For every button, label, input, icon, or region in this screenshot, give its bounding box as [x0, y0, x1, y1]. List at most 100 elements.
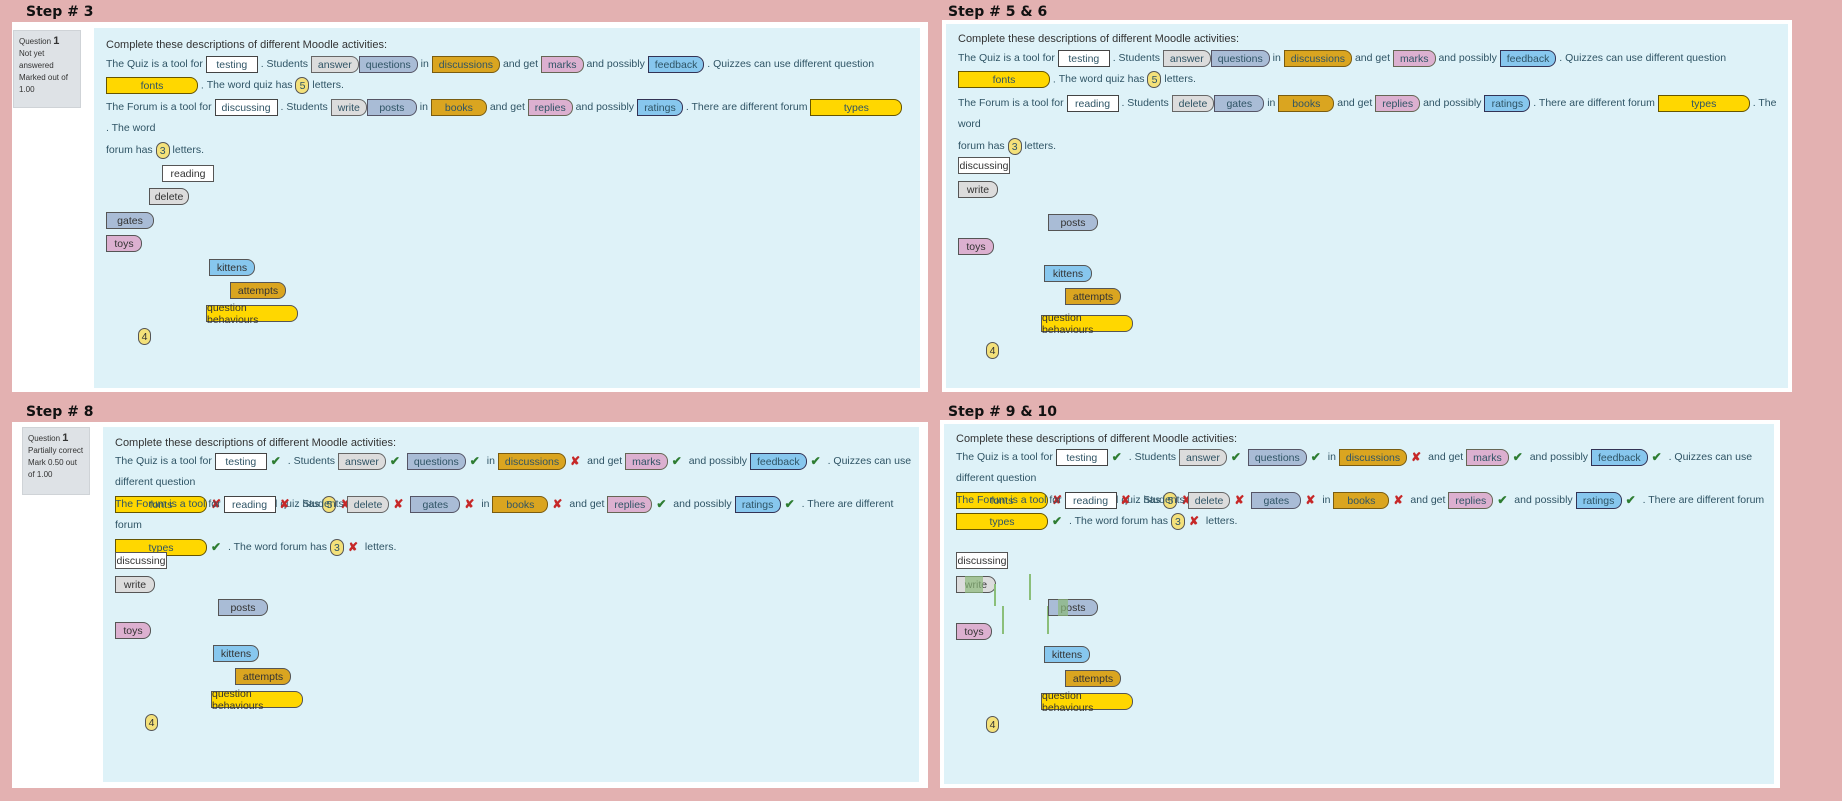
drop-books[interactable]: books	[1333, 492, 1390, 509]
drop-testing[interactable]: testing	[205, 56, 258, 73]
drop-ratings[interactable]: ratings	[734, 496, 781, 513]
drop-delete[interactable]: delete	[1171, 95, 1215, 112]
quiz-sentence: The Quiz is a tool for testing✔ . Studen…	[956, 449, 1753, 509]
drop-answer[interactable]: answer	[1162, 50, 1211, 67]
drop-reading[interactable]: reading	[1064, 492, 1117, 509]
chip-delete[interactable]: delete	[149, 188, 189, 205]
drop-types[interactable]: types	[956, 513, 1048, 531]
drop-feedback[interactable]: feedback	[1499, 50, 1557, 67]
quiz-sentence: The Quiz is a tool for testing . Student…	[958, 50, 1727, 89]
drop-answer[interactable]: answer	[337, 453, 386, 470]
drop-questions[interactable]: questions	[358, 56, 418, 73]
drop-testing[interactable]: testing	[1055, 449, 1108, 466]
drop-marks[interactable]: marks	[625, 453, 668, 470]
chip-four[interactable]: 4	[145, 714, 158, 731]
drop-replies[interactable]: replies	[527, 99, 573, 116]
drop-questions[interactable]: questions	[1210, 50, 1270, 67]
chip-question-behaviours[interactable]: question behaviours	[1041, 312, 1133, 336]
chip-question-behaviours[interactable]: question behaviours	[1041, 690, 1133, 714]
drop-fonts[interactable]: fonts	[106, 77, 198, 95]
chip-write[interactable]: write	[958, 181, 998, 198]
drop-testing[interactable]: testing	[214, 453, 267, 470]
drop-delete[interactable]: delete	[346, 496, 390, 513]
correct-icon: ✔	[810, 454, 821, 468]
drop-ratings[interactable]: ratings	[1484, 95, 1531, 112]
drop-marks[interactable]: marks	[1466, 449, 1509, 466]
drop-questions[interactable]: questions	[1247, 449, 1307, 466]
chip-attempts[interactable]: attempts	[235, 668, 291, 685]
chip-toys[interactable]: toys	[115, 622, 151, 639]
correct-icon: ✔	[1111, 450, 1122, 464]
chip-attempts[interactable]: attempts	[1065, 288, 1121, 305]
drop-types[interactable]: types	[1657, 95, 1750, 112]
chip-posts[interactable]: posts	[1048, 599, 1098, 616]
chip-posts[interactable]: posts	[1048, 214, 1098, 231]
drop-fonts[interactable]: fonts	[956, 491, 1048, 509]
chip-reading[interactable]: reading	[162, 165, 214, 182]
chip-four[interactable]: 4	[986, 716, 999, 733]
drop-gates[interactable]: gates	[410, 496, 461, 513]
drop-discussions[interactable]: discussions	[431, 56, 501, 73]
drop-discussions[interactable]: discussions	[1283, 50, 1353, 67]
drop-fonts[interactable]: fonts	[958, 71, 1050, 89]
drop-answer[interactable]: answer	[310, 56, 359, 73]
chip-kittens[interactable]: kittens	[1044, 646, 1090, 663]
drop-types[interactable]: types	[115, 538, 207, 556]
drop-delete[interactable]: delete	[1187, 492, 1231, 509]
drop-ratings[interactable]: ratings	[636, 99, 683, 116]
drop-gates[interactable]: gates	[1214, 95, 1265, 112]
drop-gates[interactable]: gates	[1251, 492, 1302, 509]
chip-attempts[interactable]: attempts	[230, 282, 286, 299]
drop-five[interactable]: 5	[295, 77, 310, 95]
drop-marks[interactable]: marks	[540, 56, 584, 73]
drop-reading[interactable]: reading	[223, 496, 276, 513]
chip-discussing[interactable]: discussing	[956, 552, 1008, 569]
chip-attempts[interactable]: attempts	[1065, 670, 1121, 687]
drop-replies[interactable]: replies	[1448, 492, 1494, 509]
drop-marks[interactable]: marks	[1392, 50, 1436, 67]
drop-ratings[interactable]: ratings	[1575, 492, 1622, 509]
chip-question-behaviours[interactable]: question behaviours	[211, 688, 303, 712]
drop-testing[interactable]: testing	[1057, 50, 1110, 67]
drop-feedback[interactable]: feedback	[647, 56, 705, 73]
chip-toys[interactable]: toys	[958, 238, 994, 255]
chip-toys[interactable]: toys	[956, 623, 992, 640]
chip-gates[interactable]: gates	[106, 212, 154, 229]
drop-replies[interactable]: replies	[607, 496, 653, 513]
drop-three[interactable]: 3	[1007, 137, 1022, 155]
drop-five[interactable]: 5	[1163, 491, 1178, 509]
drop-questions[interactable]: questions	[406, 453, 466, 470]
drop-fonts[interactable]: fonts	[115, 495, 207, 513]
chip-posts[interactable]: posts	[218, 599, 268, 616]
chip-four[interactable]: 4	[986, 342, 999, 359]
chip-kittens[interactable]: kittens	[209, 259, 255, 276]
drop-discussing[interactable]: discussing	[214, 99, 278, 116]
drop-reading[interactable]: reading	[1066, 95, 1119, 112]
drop-discussions[interactable]: discussions	[497, 453, 567, 470]
drop-five[interactable]: 5	[322, 495, 337, 513]
chip-kittens[interactable]: kittens	[213, 645, 259, 662]
chip-discussing[interactable]: discussing	[115, 552, 167, 569]
chip-kittens[interactable]: kittens	[1044, 265, 1092, 282]
chip-toys[interactable]: toys	[106, 235, 142, 252]
drop-books[interactable]: books	[430, 99, 487, 116]
chip-discussing[interactable]: discussing	[958, 157, 1010, 174]
drop-books[interactable]: books	[1278, 95, 1335, 112]
drop-replies[interactable]: replies	[1375, 95, 1421, 112]
drop-answer[interactable]: answer	[1178, 449, 1227, 466]
drop-feedback[interactable]: feedback	[749, 453, 807, 470]
chip-question-behaviours[interactable]: question behaviours	[206, 302, 298, 326]
drop-three[interactable]: 3	[329, 538, 344, 556]
drop-three[interactable]: 3	[155, 141, 170, 159]
drop-write[interactable]: write	[330, 99, 367, 116]
chip-four[interactable]: 4	[138, 328, 151, 345]
drop-discussions[interactable]: discussions	[1338, 449, 1408, 466]
drop-three[interactable]: 3	[1170, 513, 1185, 531]
drop-types[interactable]: types	[810, 99, 903, 116]
drop-posts[interactable]: posts	[366, 99, 417, 116]
drop-five[interactable]: 5	[1147, 71, 1162, 89]
correct-icon: ✔	[469, 454, 480, 468]
drop-books[interactable]: books	[492, 496, 549, 513]
chip-write[interactable]: write	[115, 576, 155, 593]
drop-feedback[interactable]: feedback	[1590, 449, 1648, 466]
